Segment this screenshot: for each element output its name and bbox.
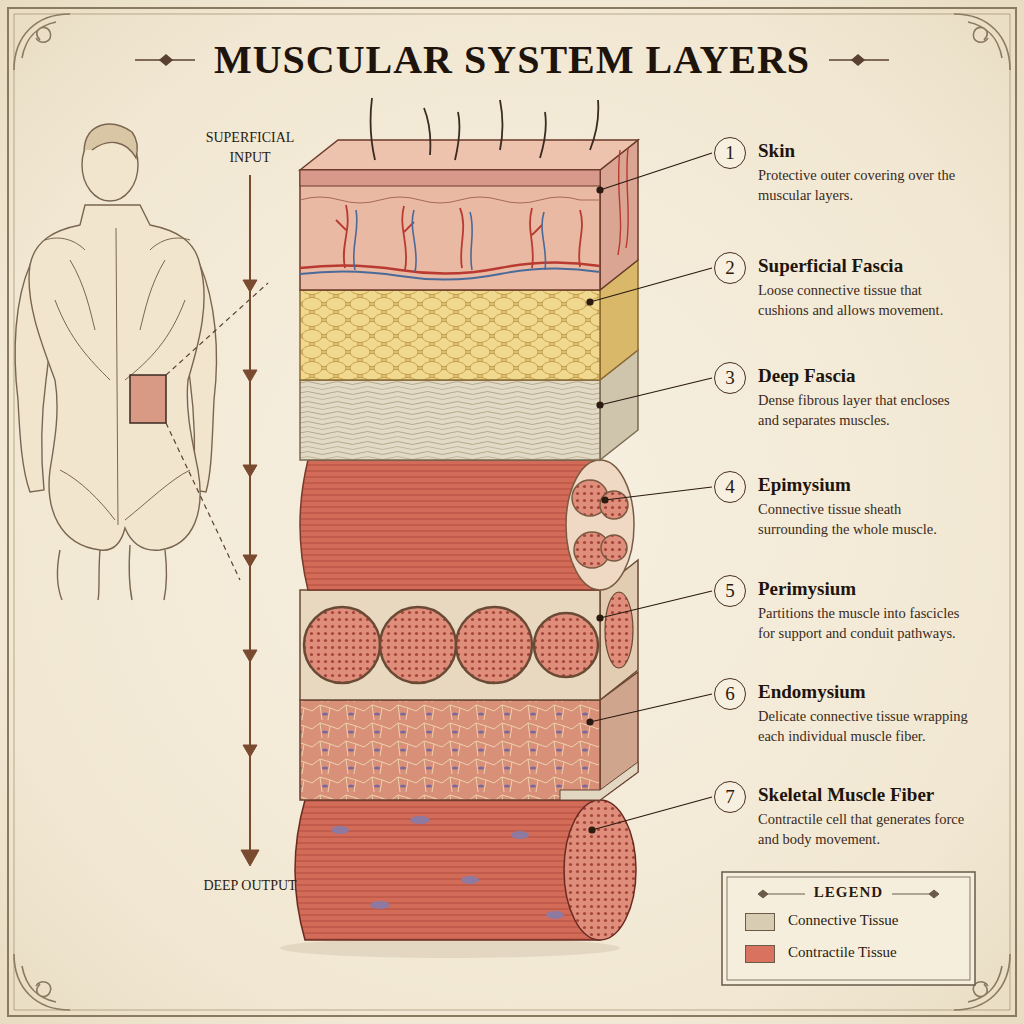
leader-line xyxy=(589,827,595,833)
layer-name: Deep Fascia xyxy=(758,365,856,387)
epimysium-layer xyxy=(566,460,634,590)
legend-swatch xyxy=(745,913,775,931)
endomysium-layer xyxy=(300,700,600,800)
skin-layer xyxy=(300,170,600,186)
layer-name: Perimysium xyxy=(758,578,856,600)
layer-description: Dense fibrous layer that encloses and se… xyxy=(758,391,973,430)
depth-arrow xyxy=(243,370,257,382)
callout-number: 1 xyxy=(714,137,746,169)
skin-layer xyxy=(371,98,599,160)
legend-text: Connective Tissue xyxy=(788,912,898,929)
layer-name: Superficial Fascia xyxy=(758,255,903,277)
page-border xyxy=(954,14,1010,70)
layer-description: Protective outer covering over the muscu… xyxy=(758,166,973,205)
callout-number: 5 xyxy=(714,575,746,607)
leader-line xyxy=(597,187,603,193)
deep-fascia-layer xyxy=(300,380,600,460)
legend-swatch xyxy=(745,945,775,963)
skin-layer xyxy=(300,140,638,170)
perimysium-layer xyxy=(300,590,600,700)
layer-description: Delicate connective tissue wrapping each… xyxy=(758,707,973,746)
perimysium-layer xyxy=(456,607,532,683)
page-border xyxy=(14,14,1010,1010)
layer-name: Epimysium xyxy=(758,474,851,496)
leader-line xyxy=(587,719,593,725)
legend-frame xyxy=(722,872,975,985)
page-border xyxy=(8,8,1016,1016)
epimysium-layer xyxy=(601,535,627,561)
human-figure xyxy=(84,124,137,158)
endomysium-layer xyxy=(560,762,638,800)
diagram-title: MUSCULAR SYSTEM LAYERS xyxy=(0,36,1024,83)
title-flourish xyxy=(852,55,864,65)
epimysium-layer xyxy=(600,491,628,519)
depth-arrow xyxy=(241,175,259,866)
depth-arrow xyxy=(243,465,257,477)
muscle-fiber-layer xyxy=(370,901,390,909)
muscle-fiber-layer xyxy=(280,800,636,958)
layer-description: Connective tissue sheath surrounding the… xyxy=(758,500,973,539)
magnified-region xyxy=(130,375,166,423)
leader-line xyxy=(587,299,593,305)
perimysium-layer xyxy=(304,607,380,683)
skin-layer xyxy=(354,210,546,272)
legend-frame xyxy=(722,872,975,985)
depth-arrow xyxy=(241,850,259,866)
depth-label: SUPERFICIAL INPUT xyxy=(190,128,310,167)
depth-arrow xyxy=(243,280,257,292)
skin-layer xyxy=(300,98,638,290)
skin-layer xyxy=(300,268,600,279)
layer-name: Endomysium xyxy=(758,681,866,703)
depth-arrow xyxy=(243,650,257,662)
muscle-fiber-layer xyxy=(511,831,529,839)
superficial-fascia-layer xyxy=(300,290,600,380)
muscle-fiber-layer xyxy=(295,800,600,940)
page-border xyxy=(8,8,1016,1016)
human-figure xyxy=(57,545,166,600)
callout-number: 2 xyxy=(714,252,746,284)
magnified-region xyxy=(166,283,268,580)
muscle-fiber-layer xyxy=(410,816,430,824)
layer-description: Partitions the muscle into fascicles for… xyxy=(758,604,973,643)
layer-name: Skin xyxy=(758,140,795,162)
epimysium-layer xyxy=(300,460,634,590)
muscle-fiber-layer xyxy=(461,876,479,884)
muscle-fiber-layer xyxy=(331,826,349,834)
depth-arrow xyxy=(243,745,257,757)
title-flourish xyxy=(160,55,172,65)
leader-line xyxy=(597,615,603,621)
skin-layer xyxy=(300,170,600,290)
skin-layer xyxy=(300,197,600,203)
layer-name: Skeletal Muscle Fiber xyxy=(758,784,934,806)
callout-number: 7 xyxy=(714,781,746,813)
depth-arrow xyxy=(243,555,257,567)
page-border xyxy=(14,14,70,70)
callout-number: 4 xyxy=(714,471,746,503)
leader-line xyxy=(597,402,603,408)
leader-line xyxy=(602,497,608,503)
leader-line xyxy=(587,153,712,833)
human-figure xyxy=(15,124,216,600)
callout-number: 3 xyxy=(714,362,746,394)
human-figure xyxy=(45,228,190,525)
depth-label: DEEP OUTPUT xyxy=(190,876,310,896)
magnified-region xyxy=(130,283,268,580)
legend-text: Contractile Tissue xyxy=(788,944,897,961)
perimysium-layer xyxy=(605,592,633,668)
epimysium-layer xyxy=(300,460,600,590)
perimysium-layer xyxy=(534,613,598,677)
layer-description: Loose connective tissue that cushions an… xyxy=(758,281,973,320)
muscle-fiber-layer xyxy=(280,938,620,958)
human-figure xyxy=(29,205,204,550)
page-border xyxy=(14,954,70,1010)
muscle-fiber-layer xyxy=(546,911,564,919)
leader-line xyxy=(590,153,712,830)
legend-title: LEGEND xyxy=(722,884,975,901)
skin-layer xyxy=(618,148,628,255)
layer-description: Contractile cell that generates force an… xyxy=(758,810,973,849)
perimysium-layer xyxy=(380,607,456,683)
callout-number: 6 xyxy=(714,678,746,710)
